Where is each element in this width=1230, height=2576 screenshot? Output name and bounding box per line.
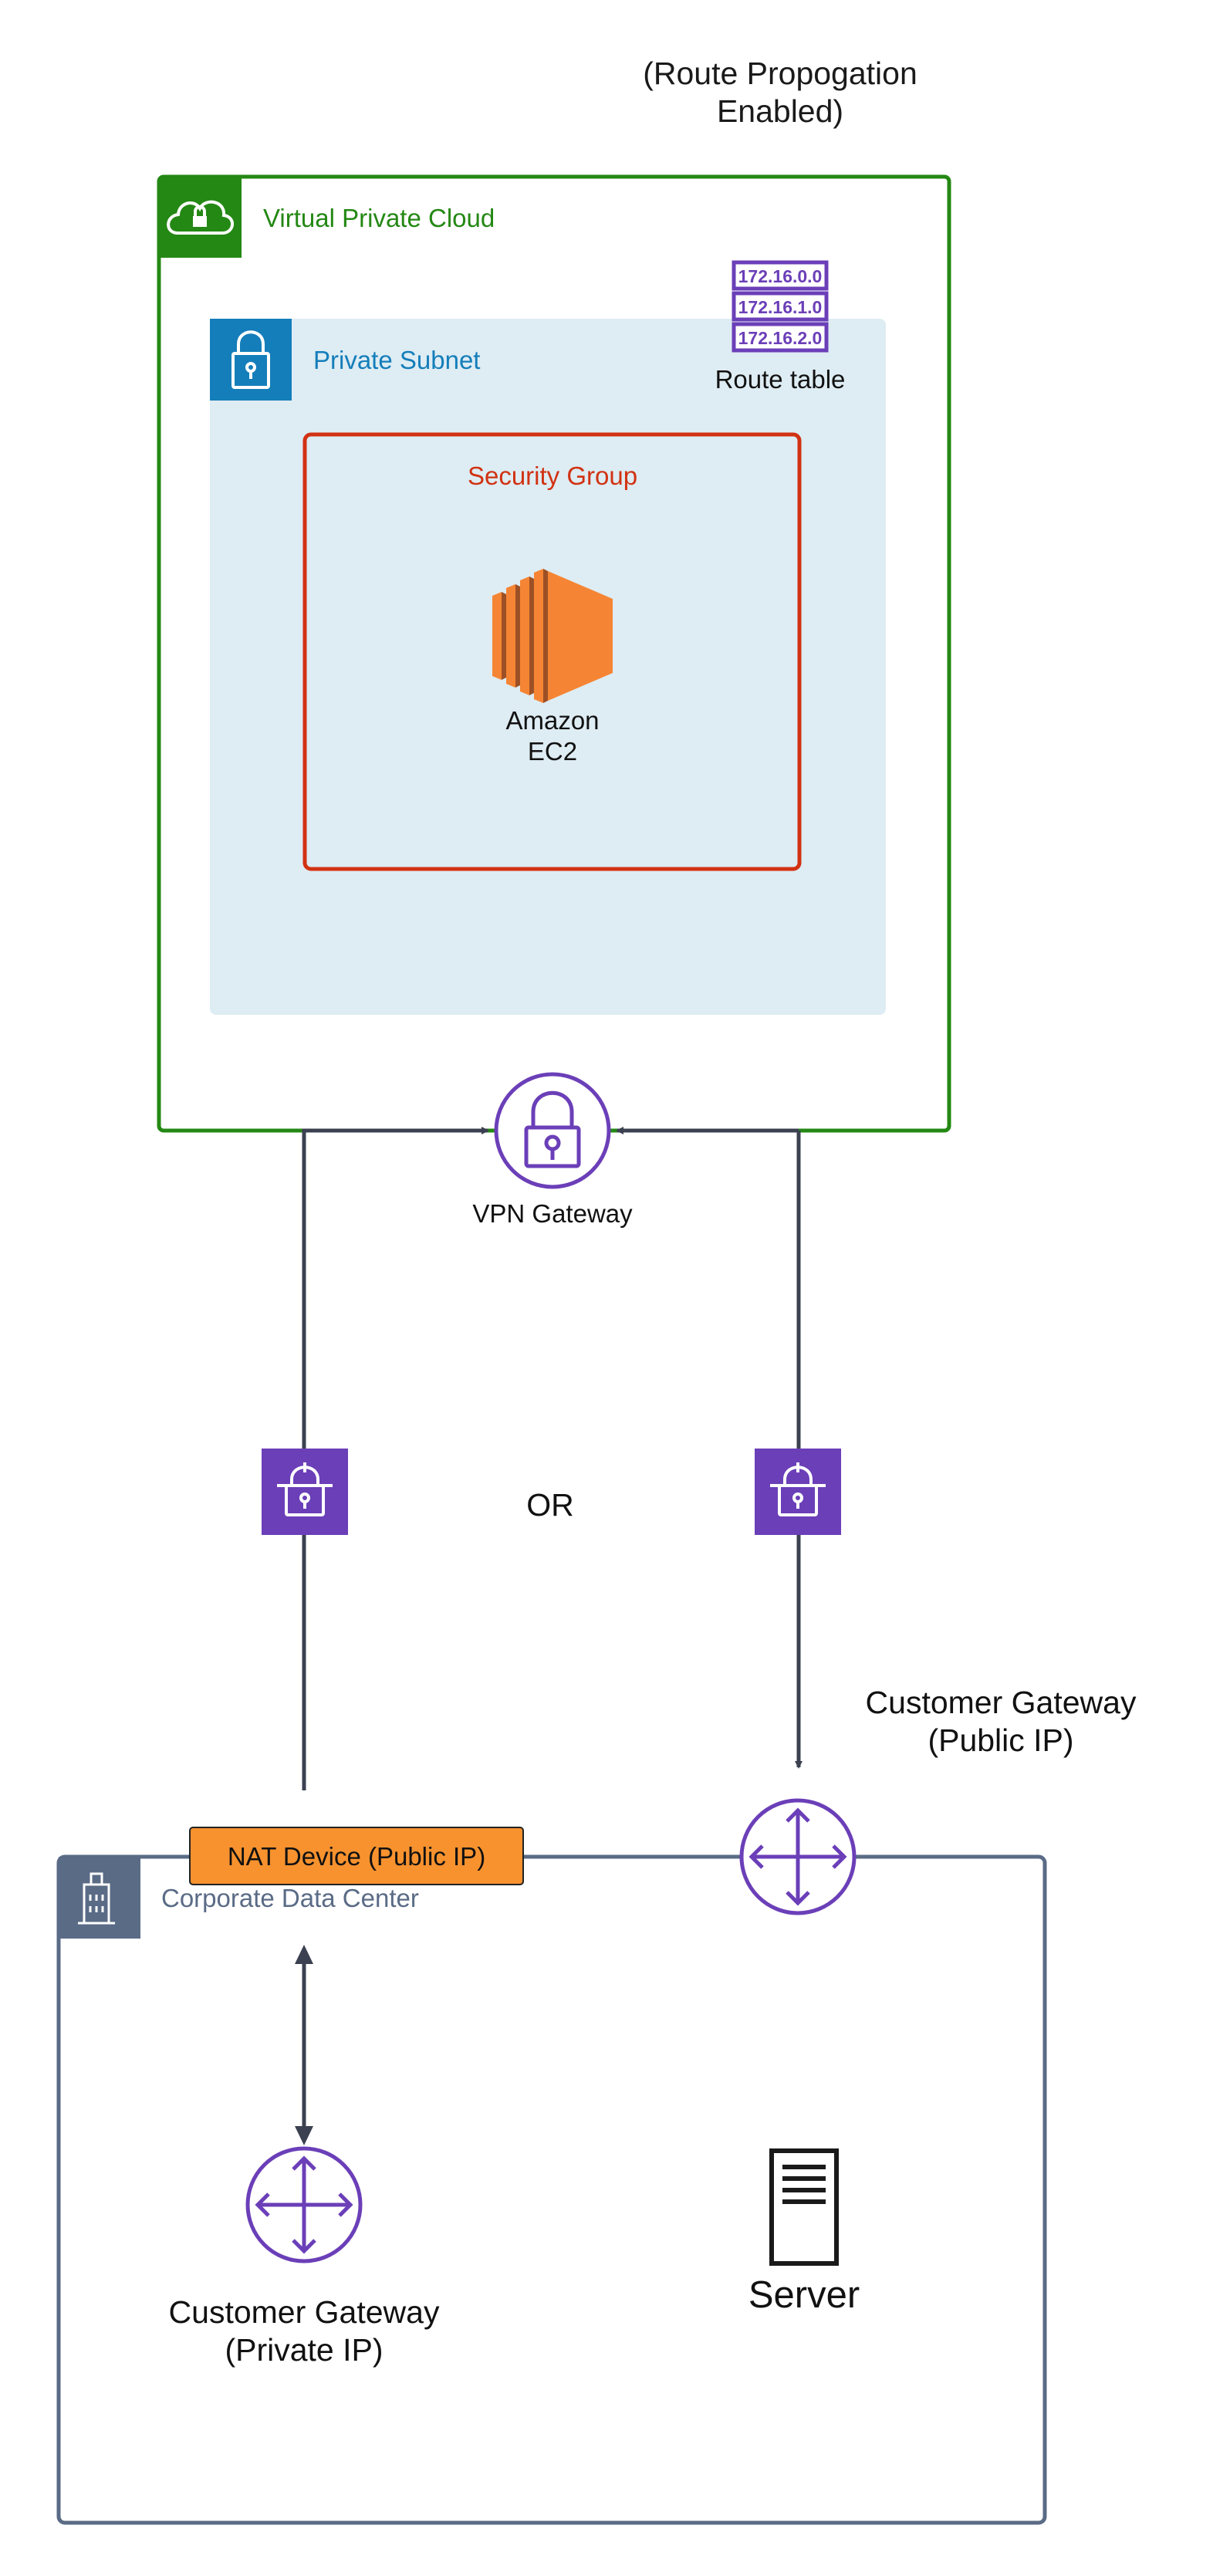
customer-gateway-private[interactable]: Customer Gateway (Private IP) <box>169 2146 440 2368</box>
route-entry: 172.16.0.0 <box>738 266 823 286</box>
customer-gateway-public-label-line1: Customer Gateway <box>866 1685 1137 1720</box>
server-label: Server <box>748 2274 860 2316</box>
customer-gateway-public-label-line2: (Public IP) <box>928 1722 1073 1758</box>
nat-device-label: NAT Device (Public IP) <box>228 1842 485 1871</box>
route-entry: 172.16.1.0 <box>738 297 823 317</box>
nat-device-box <box>189 1827 524 1885</box>
route-propagation-note-line1: (Route Propogation <box>643 56 917 91</box>
nat-device[interactable]: NAT Device (Public IP) <box>189 1827 524 1885</box>
corporate-data-center-icon-tile <box>59 1857 140 1939</box>
corporate-data-center-border <box>56 1854 1047 2525</box>
arrowhead-up <box>295 1945 313 1964</box>
vpn-connection-public[interactable] <box>755 1449 841 1535</box>
private-path-to-vpn <box>302 1127 489 1790</box>
server-icon <box>769 2148 839 2266</box>
vpn-connection-tile <box>262 1449 348 1535</box>
corporate-data-center: Corporate Data Center <box>56 1854 1047 2525</box>
vpn-gateway[interactable]: VPN Gateway <box>472 1072 633 1228</box>
ec2-icon <box>492 569 613 703</box>
private-subnet-label: Private Subnet <box>313 346 480 374</box>
vpn-connection-lines <box>295 1127 803 2145</box>
route-table: 172.16.0.0 172.16.1.0 172.16.2.0 Route t… <box>715 260 846 394</box>
customer-gateway-private-label-line2: (Private IP) <box>225 2332 383 2368</box>
router-icon <box>748 1807 847 1906</box>
customer-gateway-private-label-line1: Customer Gateway <box>169 2294 440 2330</box>
route-table-label: Route table <box>715 365 846 394</box>
security-group-border <box>302 432 802 871</box>
security-group: Security Group <box>302 432 802 871</box>
customer-gateway-public[interactable] <box>739 1798 857 1915</box>
padlock-icon <box>231 330 270 389</box>
route-table-icon <box>732 260 829 353</box>
vpn-connection-private[interactable] <box>262 1449 348 1535</box>
vpc-label: Virtual Private Cloud <box>263 204 495 232</box>
ec2-label-line2: EC2 <box>528 737 577 766</box>
vpn-connection-tile <box>755 1449 841 1535</box>
router-icon <box>255 2155 353 2254</box>
corporate-data-center-label: Corporate Data Center <box>161 1884 419 1912</box>
arrowhead-down <box>295 2126 313 2145</box>
cloud-lock-icon <box>167 200 234 235</box>
vpn-gateway-label: VPN Gateway <box>472 1199 633 1228</box>
lock-icon <box>524 1090 581 1168</box>
or-label: OR <box>526 1487 574 1523</box>
route-propagation-note-line2: Enabled) <box>717 93 843 129</box>
server[interactable]: Server <box>748 2148 860 2316</box>
ec2-instance: Amazon EC2 <box>492 569 613 766</box>
vpn-connection-icon <box>277 1462 333 1516</box>
vpn-connection-icon <box>770 1462 826 1516</box>
security-group-label: Security Group <box>468 461 637 490</box>
route-entry: 172.16.2.0 <box>738 328 823 348</box>
building-icon <box>78 1872 115 1925</box>
ec2-label-line1: Amazon <box>505 706 599 735</box>
